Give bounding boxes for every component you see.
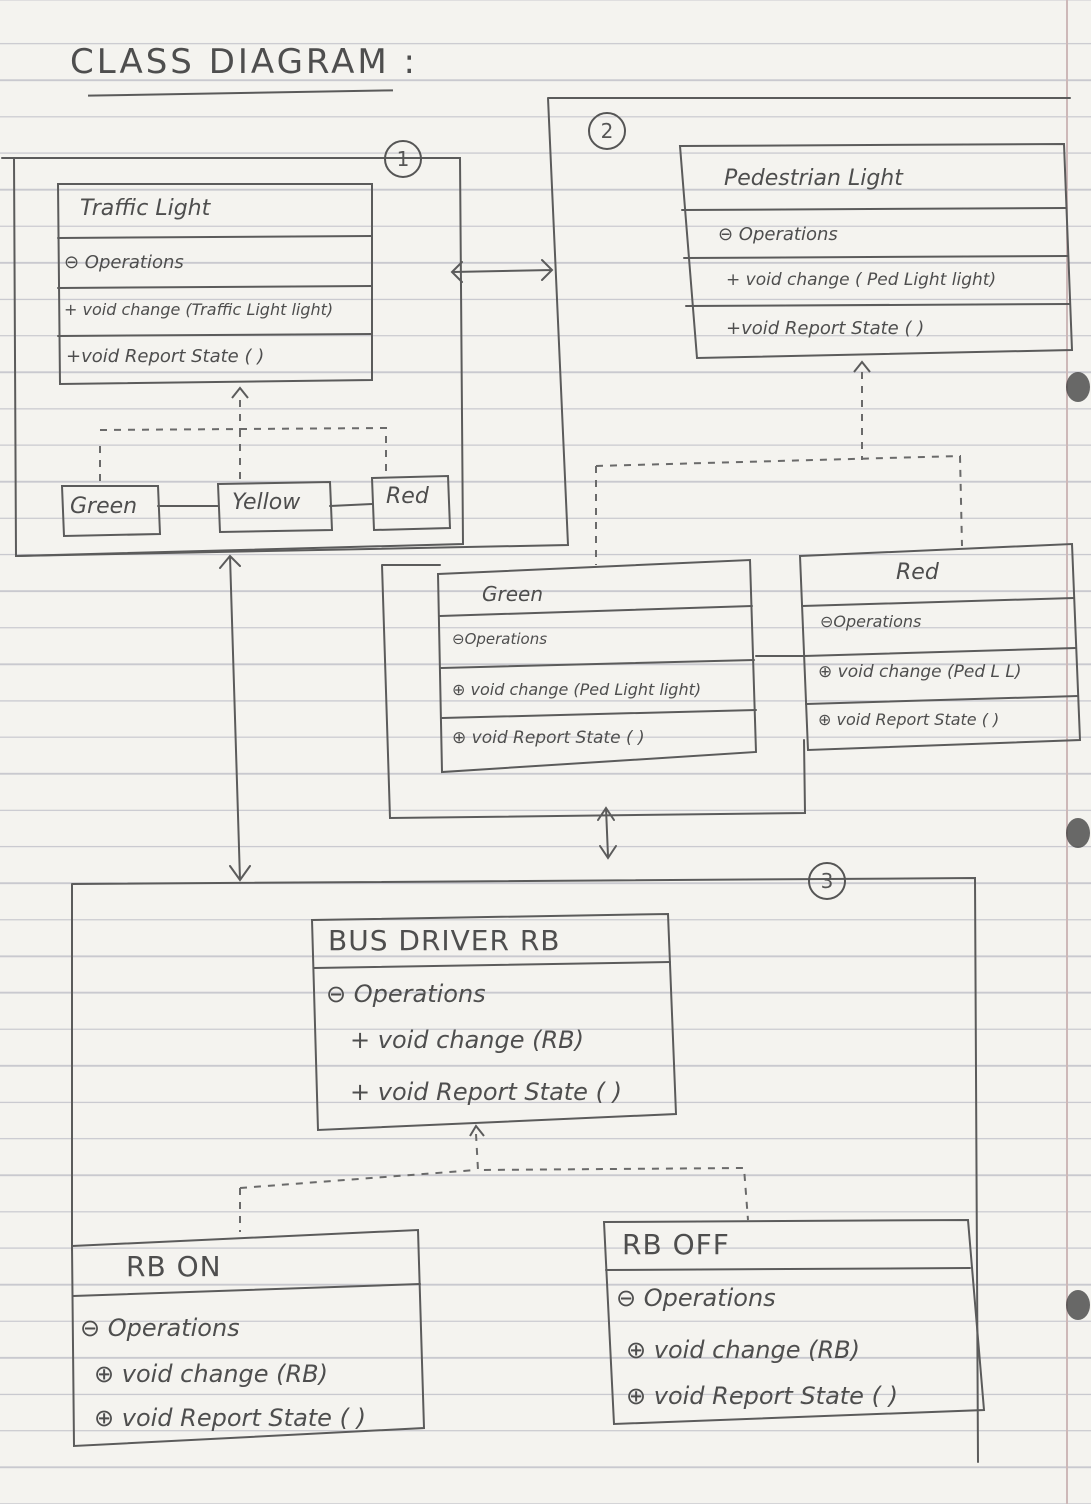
traffic-state-red: Red xyxy=(386,484,429,509)
rb-on-op: ⊕ void change (RB) xyxy=(94,1360,328,1388)
ped-red-ops-header: ⊖Operations xyxy=(820,612,922,631)
rb-off-ops-header: ⊖ Operations xyxy=(616,1284,776,1312)
pedestrian-light-op: + void change ( Ped Light light) xyxy=(726,270,997,290)
ped-red-op: ⊕ void change (Ped L L) xyxy=(818,662,1022,682)
group-number-1: 1 xyxy=(384,140,422,178)
traffic-state-yellow: Yellow xyxy=(232,490,301,515)
traffic-light-ops-header: ⊖ Operations xyxy=(64,252,184,273)
ped-red-op: ⊕ void Report State ( ) xyxy=(818,710,1000,729)
pedestrian-light-ops-header: ⊖ Operations xyxy=(718,224,838,245)
rb-off-op: ⊕ void change (RB) xyxy=(626,1336,860,1364)
bus-driver-rb-op: + void change (RB) xyxy=(350,1026,584,1054)
bus-driver-rb-name: BUS DRIVER RB xyxy=(328,924,561,957)
traffic-state-green: Green xyxy=(70,494,138,519)
rb-off-op: ⊕ void Report State ( ) xyxy=(626,1382,898,1410)
group-number-2: 2 xyxy=(588,112,626,150)
ped-states-frame xyxy=(381,564,807,820)
ped-green-ops-header: ⊖Operations xyxy=(452,630,548,648)
group-number-3: 3 xyxy=(808,862,846,900)
group-2-frame xyxy=(15,97,1071,557)
rb-off-name: RB OFF xyxy=(622,1228,730,1261)
ped-green-op: ⊕ void change (Ped Light light) xyxy=(452,680,702,699)
traffic-light-op: + void change (Traffic Light light) xyxy=(64,300,334,319)
group-1-frame xyxy=(1,157,465,558)
bus-driver-rb-op: + void Report State ( ) xyxy=(350,1078,622,1106)
ped-red-name: Red xyxy=(896,560,939,585)
binder-hole xyxy=(1066,1290,1090,1320)
pedestrian-light-op: +void Report State ( ) xyxy=(726,318,925,339)
rb-on-op: ⊕ void Report State ( ) xyxy=(94,1404,366,1432)
traffic-light-op: +void Report State ( ) xyxy=(66,346,265,367)
bus-driver-rb-ops-header: ⊖ Operations xyxy=(326,980,486,1008)
margin-line xyxy=(1066,0,1068,1504)
pedestrian-light-name: Pedestrian Light xyxy=(724,166,903,191)
ped-green-op: ⊕ void Report State ( ) xyxy=(452,728,645,748)
traffic-light-name: Traffic Light xyxy=(80,196,211,221)
page-title: CLASS DIAGRAM : xyxy=(70,42,419,82)
rb-on-name: RB ON xyxy=(126,1250,222,1283)
ped-green-name: Green xyxy=(482,582,544,606)
binder-hole xyxy=(1066,372,1090,402)
binder-hole xyxy=(1066,818,1090,848)
group-3-frame xyxy=(71,876,979,1463)
rb-on-ops-header: ⊖ Operations xyxy=(80,1314,240,1342)
